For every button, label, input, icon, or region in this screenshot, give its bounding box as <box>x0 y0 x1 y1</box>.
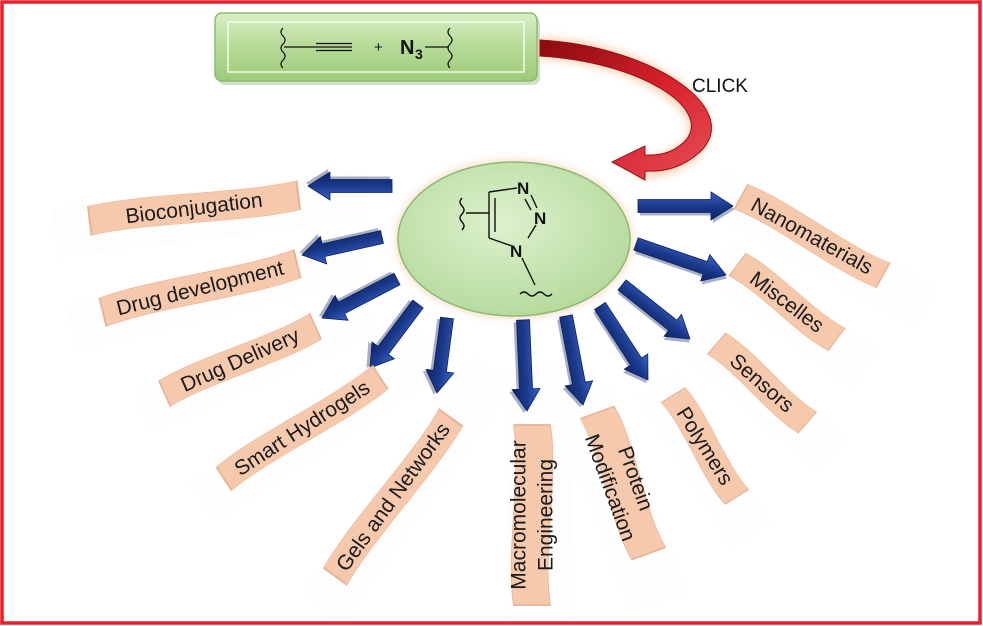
application-arrow <box>422 316 455 395</box>
click-arrow <box>539 37 712 181</box>
triazole-n1: N <box>517 179 529 198</box>
triazole-wavy-bond-left <box>459 197 465 231</box>
application-label-text: Smart Hydrogels <box>230 376 374 480</box>
application-arrow <box>366 299 424 369</box>
application-label-drug-delivery: Drug Delivery <box>158 310 329 413</box>
reaction-box: + N 3 <box>214 12 540 85</box>
application-label-polymers: Polymers <box>655 387 753 513</box>
triazole-n2: N <box>534 209 546 228</box>
triazole-n3: N <box>510 242 522 261</box>
application-arrow <box>637 191 735 223</box>
alkyne-wavy-bond <box>280 27 286 69</box>
triazole-ellipse <box>396 160 632 318</box>
alkyne-triple-bond <box>316 42 352 52</box>
azide-wavy-bond <box>447 27 453 69</box>
application-arrow <box>557 314 594 408</box>
application-arrow <box>633 237 727 285</box>
triazole-structure <box>459 187 553 297</box>
application-label-drug-development: Drug development <box>99 247 307 334</box>
plus-sign: + <box>374 39 383 56</box>
application-label-text: Gels and Networks <box>332 419 455 576</box>
application-arrow <box>509 319 541 414</box>
application-arrow <box>593 301 649 384</box>
triazole-wavy-bond-bottom <box>519 291 553 297</box>
application-label-smart-hydrogels: Smart Hydrogels <box>215 361 396 497</box>
application-label-text: Macromolecular <box>508 440 531 589</box>
azide-symbol: N <box>400 37 414 59</box>
application-arrow <box>617 279 691 343</box>
application-label-text: Engineering <box>535 459 558 571</box>
application-label-bioconjugation: Bioconjugation <box>88 178 306 243</box>
application-label-gels-and-networks: Gels and Networks <box>322 404 471 589</box>
application-arrow <box>318 271 401 321</box>
click-label: CLICK <box>692 76 748 97</box>
azide-subscript: 3 <box>415 46 423 62</box>
application-label-sensors: Sensors <box>702 332 821 442</box>
application-arrow <box>299 228 384 265</box>
application-arrows <box>299 169 735 414</box>
application-arrow <box>306 169 393 201</box>
